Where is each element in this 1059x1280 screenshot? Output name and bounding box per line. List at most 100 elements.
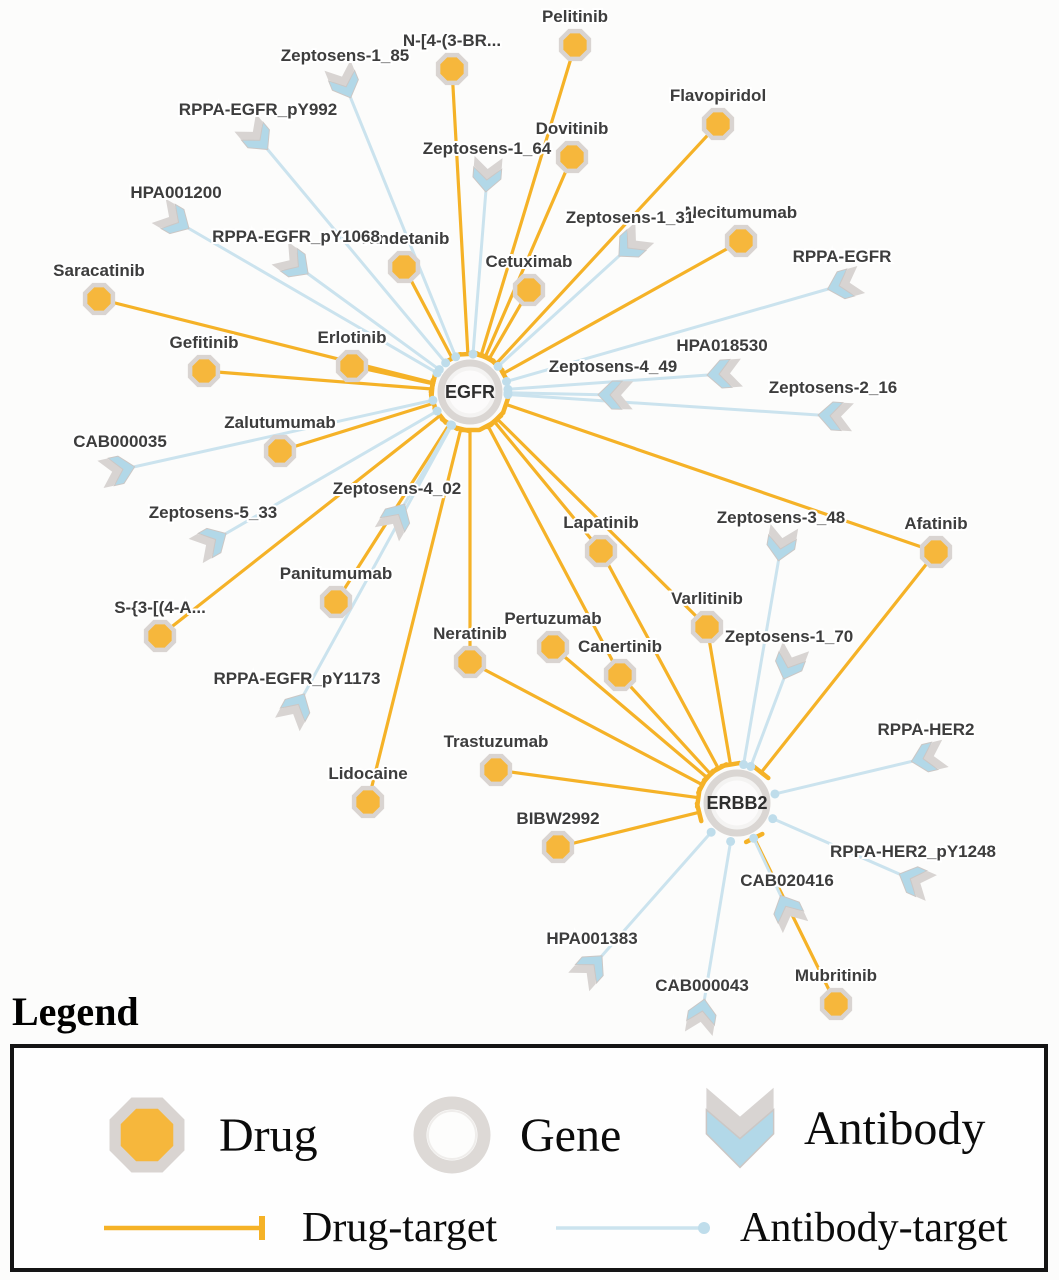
drug-target-edge (479, 43, 577, 358)
antibody-target-edge (471, 175, 489, 356)
node-label: HPA001200 (130, 183, 221, 202)
drug-target-edge (492, 419, 603, 553)
node-label: CAB000043 (655, 976, 749, 995)
antibody-node (826, 266, 866, 300)
antibody-edge-dot-icon (493, 361, 503, 371)
antibody-edge-dot-icon (746, 762, 756, 772)
drug-node (819, 987, 853, 1021)
antibody-chevron-front-icon (898, 866, 929, 898)
antibody-edge-dot-icon (739, 760, 749, 770)
antibody-chevron-front-icon (910, 741, 940, 773)
antibody-chevron-front-icon (379, 503, 411, 534)
antibody-node (766, 523, 799, 562)
antibody-chevron-front-icon (472, 165, 503, 193)
node-label: RPPA-HER2_pY1248 (830, 842, 996, 861)
drug-node (558, 28, 592, 62)
legend-item-antibody-target: Antibody-target (554, 1204, 1008, 1252)
node-label: Necitumumab (685, 203, 797, 222)
antibody-chevron-back-icon (829, 402, 854, 432)
node-label: Zeptosens-5_33 (149, 503, 278, 522)
drug-target-edge (705, 625, 733, 767)
antibody-target-edge (211, 409, 439, 543)
legend-item-gene: Gene (406, 1089, 621, 1181)
node-label: N-[4-(3-BR... (403, 31, 501, 50)
antibody-chevron-front-icon (618, 228, 648, 258)
antibody-node (910, 739, 949, 773)
drug-target-edge (468, 660, 705, 787)
drug-target-edge (556, 810, 701, 849)
gene-label: EGFR (445, 382, 495, 402)
node-label: HPA018530 (676, 336, 767, 355)
antibody-edge-dot-icon (447, 420, 457, 430)
antibody-chevron-front-icon (775, 650, 807, 680)
antibody-edge-dot-icon (503, 390, 513, 400)
node-label: RPPA-EGFR_pY1173 (214, 669, 381, 688)
drug-node (351, 785, 385, 819)
antibody-node (151, 198, 190, 235)
inhibition-tee-icon (694, 801, 704, 824)
antibody-chevron-back-icon (97, 458, 124, 489)
drug-target-edge (494, 122, 720, 366)
antibody-chevron-front-icon (574, 955, 604, 985)
node-label: RPPA-EGFR_pY992 (179, 100, 337, 119)
antibody-edge-dot-icon (726, 836, 736, 846)
antibody-edge-dot-icon (441, 358, 451, 368)
antibody-edge-dot-icon (428, 395, 438, 405)
node-label: Zalutumumab (224, 413, 335, 432)
drug-target-edge-icon (104, 1216, 265, 1240)
antibody-target-edge (343, 82, 458, 359)
antibody-target-edge (700, 839, 733, 1016)
drug-node (541, 830, 575, 864)
antibody-chevron-front-icon (766, 533, 797, 562)
drug-target-edge (759, 550, 938, 775)
node-label: Canertinib (578, 637, 662, 656)
antibody-node (324, 60, 359, 99)
node-label: Vandetanib (359, 229, 450, 248)
inhibition-tee-icon (751, 764, 771, 781)
antibody-chevron-back-icon (188, 533, 217, 564)
legend-item-antibody: Antibody (698, 1080, 985, 1176)
drug-node (690, 610, 724, 644)
antibody-edge-dot-icon (768, 814, 778, 824)
drug-node (555, 140, 589, 174)
antibody-node (97, 455, 136, 489)
antibody-chevron-back-icon (568, 964, 596, 992)
antibody-edge-dot-icon (434, 365, 444, 375)
node-label: Dovitinib (536, 119, 609, 138)
drug-node (701, 107, 735, 141)
antibody-chevron-back-icon (838, 266, 866, 296)
antibody-target-edge (773, 756, 928, 796)
drug-target-edge (158, 413, 442, 638)
inhibition-tee-icon (719, 760, 742, 769)
node-label: Afatinib (904, 514, 967, 533)
drug-target-edge (495, 417, 709, 629)
drug-node (603, 658, 637, 692)
antibody-chevron-back-icon (275, 703, 305, 732)
antibody-chevron-back-icon (718, 358, 743, 388)
antibody-chevron-front-icon (279, 247, 309, 278)
antibody-target-edge (506, 391, 615, 397)
gene-label: ERBB2 (706, 793, 767, 813)
antibody-target-edge (295, 423, 454, 709)
antibody-chevron-back-icon (609, 381, 634, 410)
node-label: Flavopiridol (670, 86, 766, 105)
legend-item-drug: Drug (97, 1085, 318, 1185)
node-label: Pelitinib (542, 7, 608, 26)
antibody-chevron-back-icon (473, 155, 503, 181)
antibody-chevron-front-icon (159, 203, 190, 235)
antibody-edge-dot-icon (502, 376, 512, 386)
node-label: S-{3-[(4-A... (114, 598, 206, 617)
drug-target-edge (501, 239, 743, 376)
node-label: Zeptosens-3_48 (717, 508, 846, 527)
legend-antibody-label: Antibody (804, 1101, 986, 1155)
antibody-node (234, 113, 270, 151)
legend-item-drug-target: Drug-target (102, 1204, 497, 1252)
legend-box: Drug Gene Antibody Drug-target (10, 1044, 1048, 1272)
node-label: Neratinib (433, 624, 507, 643)
drug-node (82, 282, 116, 316)
antibody-chevron-front-icon (686, 998, 717, 1027)
node-label: Gefitinib (170, 333, 239, 352)
legend-gene-label: Gene (520, 1108, 622, 1162)
nodes-layer (82, 28, 953, 1037)
